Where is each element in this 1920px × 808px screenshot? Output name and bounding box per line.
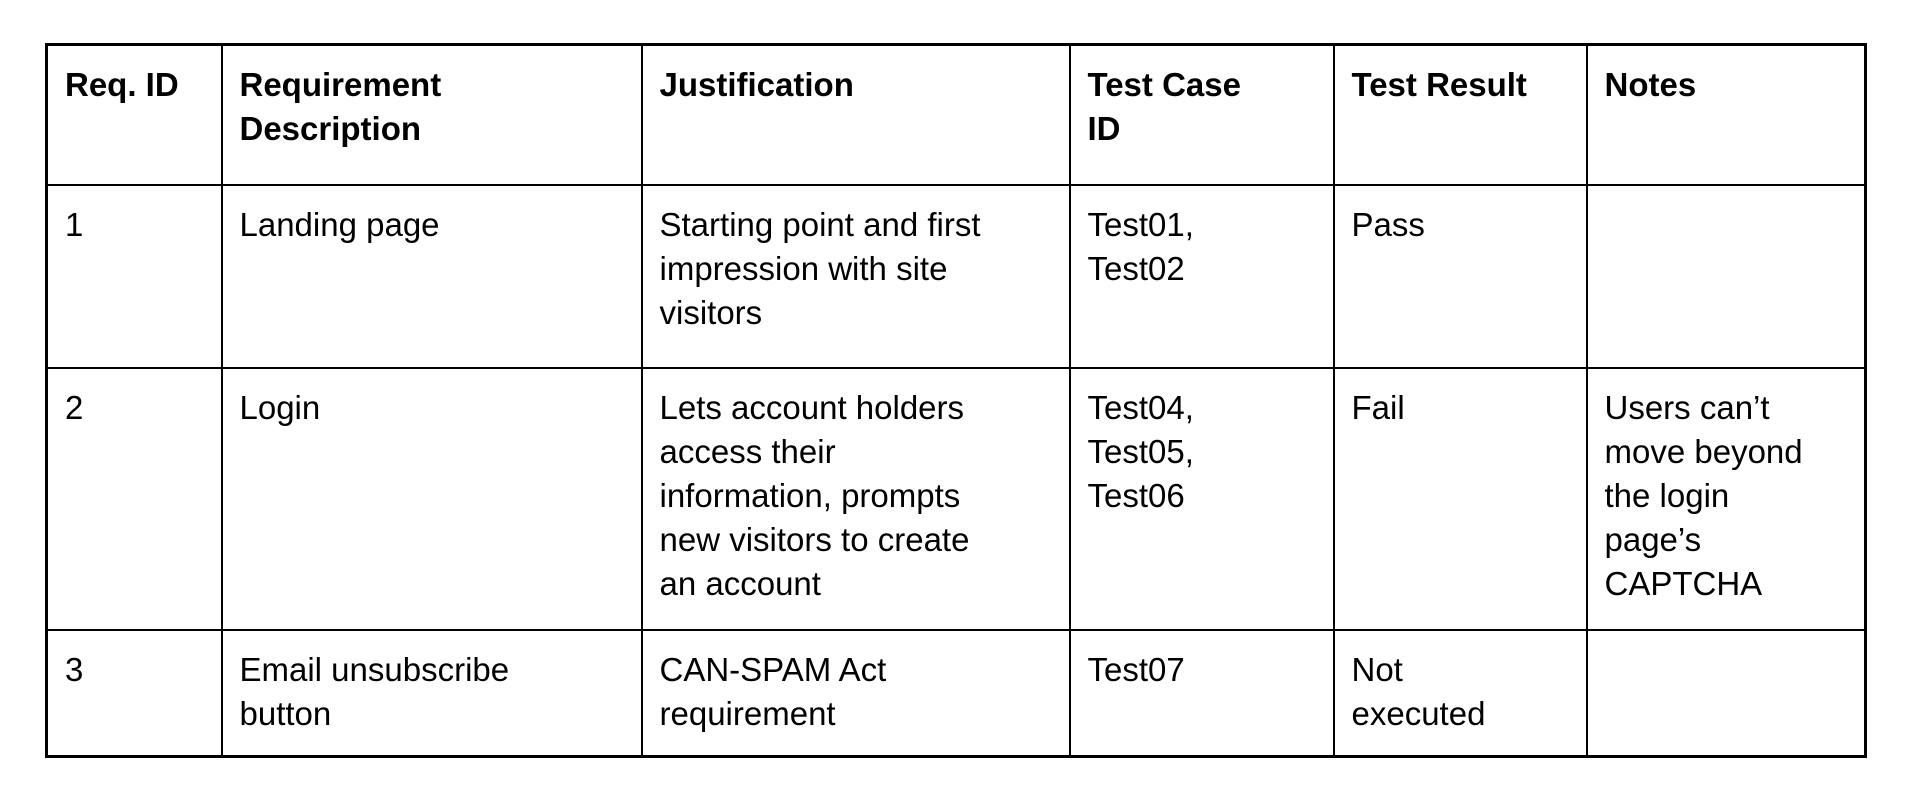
cell-requirement-description: Email unsubscribe button	[220, 628, 643, 758]
cell-notes	[1585, 183, 1867, 369]
requirements-traceability-table: Req. ID Requirement Description Justific…	[45, 43, 1867, 758]
cell-req-id: 3	[45, 628, 223, 758]
table-row-2: 2 Login Lets account holders access thei…	[45, 366, 1867, 631]
table-row-1: 1 Landing page Starting point and first …	[45, 183, 1867, 369]
col-header-requirement-description: Requirement Description	[220, 43, 643, 186]
col-header-justification: Justification	[640, 43, 1071, 186]
cell-justification: Starting point and first impression with…	[640, 183, 1071, 369]
cell-test-case-id: Test01, Test02	[1068, 183, 1335, 369]
cell-test-result: Fail	[1332, 366, 1588, 631]
cell-requirement-description: Login	[220, 366, 643, 631]
table-row-3: 3 Email unsubscribe button CAN-SPAM Act …	[45, 628, 1867, 758]
cell-test-result: Pass	[1332, 183, 1588, 369]
cell-test-case-id: Test07	[1068, 628, 1335, 758]
cell-justification: Lets account holders access their inform…	[640, 366, 1071, 631]
cell-test-case-id: Test04, Test05, Test06	[1068, 366, 1335, 631]
table-header-row: Req. ID Requirement Description Justific…	[45, 43, 1867, 186]
col-header-req-id: Req. ID	[45, 43, 223, 186]
cell-req-id: 2	[45, 366, 223, 631]
cell-test-result: Not executed	[1332, 628, 1588, 758]
col-header-test-result: Test Result	[1332, 43, 1588, 186]
cell-justification: CAN-SPAM Act requirement	[640, 628, 1071, 758]
col-header-notes: Notes	[1585, 43, 1867, 186]
cell-notes: Users can’t move beyond the login page’s…	[1585, 366, 1867, 631]
col-header-test-case-id: Test Case ID	[1068, 43, 1335, 186]
cell-requirement-description: Landing page	[220, 183, 643, 369]
cell-req-id: 1	[45, 183, 223, 369]
cell-notes	[1585, 628, 1867, 758]
